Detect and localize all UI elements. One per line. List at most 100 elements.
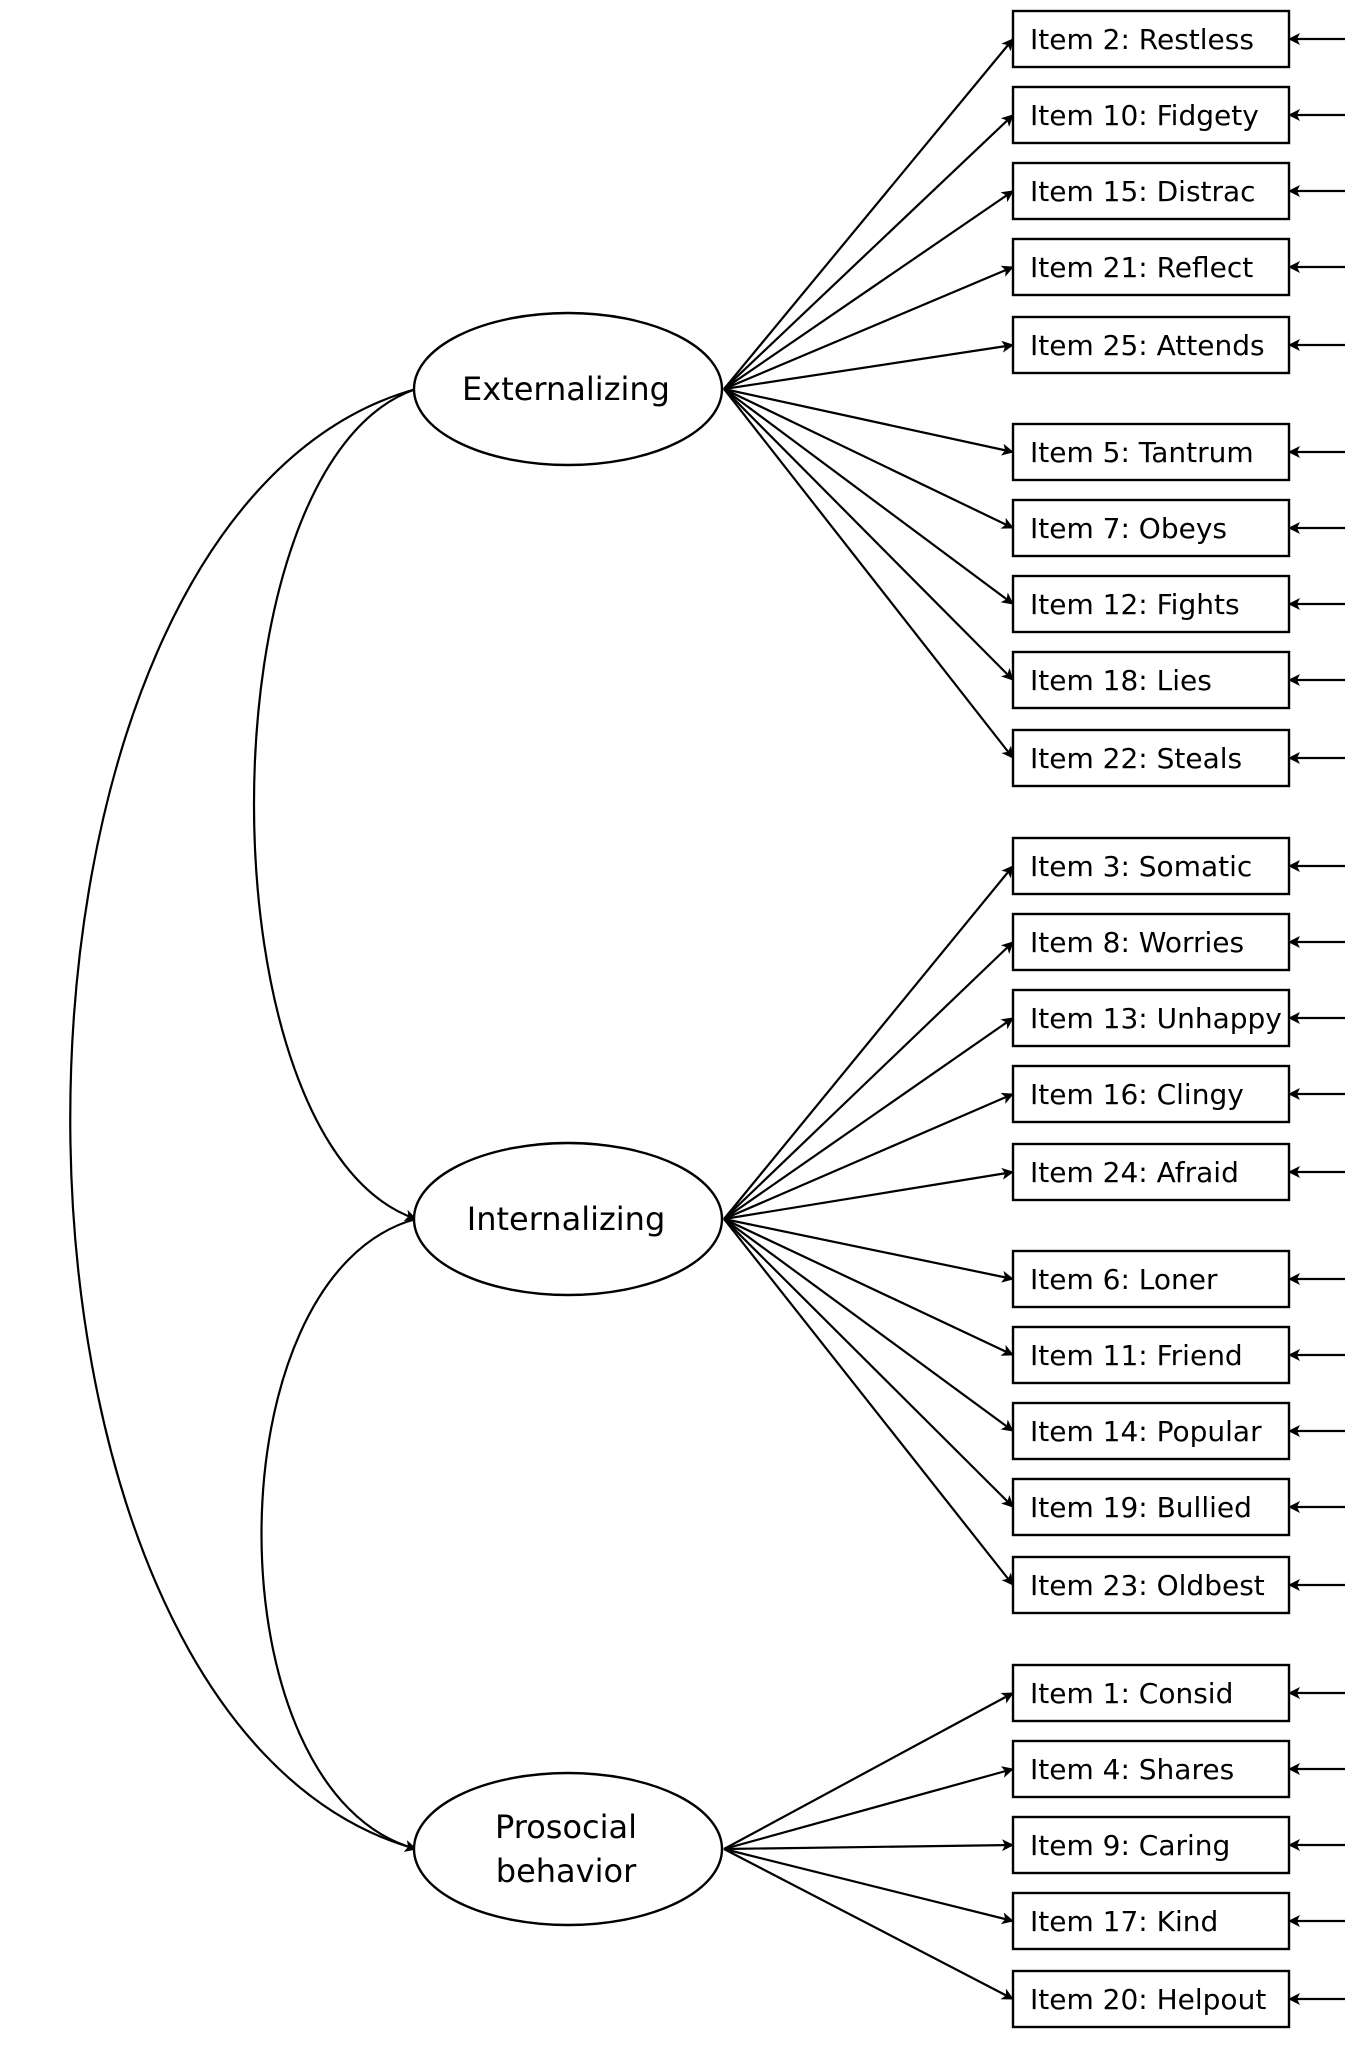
item-box-outline <box>1011 912 1291 972</box>
item-box: Item 10: Fidgety <box>1011 85 1291 145</box>
item-box-outline <box>1011 1477 1291 1537</box>
item-label: Item 9: Caring <box>1030 1829 1230 1862</box>
item-label: Item 22: Steals <box>1030 742 1242 775</box>
item-box: Item 25: Attends <box>1011 315 1291 375</box>
factor-ellipse <box>412 1771 724 1927</box>
item-label: Item 14: Popular <box>1030 1415 1262 1448</box>
item-box-outline <box>1011 1401 1291 1461</box>
factor-loading-arrow <box>723 1217 1014 1283</box>
factor-loading-arrow <box>723 387 1014 456</box>
item-label: Item 4: Shares <box>1030 1753 1234 1786</box>
item-label: Item 19: Bullied <box>1030 1491 1252 1524</box>
item-box: Item 3: Somatic <box>1011 836 1291 896</box>
item-box-outline <box>1011 574 1291 634</box>
item-label: Item 21: Reflect <box>1030 251 1253 284</box>
factor-loading-arrow <box>723 38 1014 390</box>
factor-loading-arrow <box>723 1092 1014 1221</box>
loading-layer <box>723 38 1014 2000</box>
item-box: Item 11: Friend <box>1011 1325 1291 1385</box>
item-box: Item 9: Caring <box>1011 1815 1291 1875</box>
item-box: Item 12: Fights <box>1011 574 1291 634</box>
item-box: Item 22: Steals <box>1011 728 1291 788</box>
covariance-layer <box>69 379 429 1852</box>
item-box-outline <box>1011 315 1291 375</box>
item-label: Item 11: Friend <box>1030 1339 1243 1372</box>
item-label: Item 24: Afraid <box>1030 1156 1239 1189</box>
item-box: Item 15: Distrac <box>1011 161 1291 221</box>
item-label: Item 17: Kind <box>1030 1905 1218 1938</box>
item-box-outline <box>1011 836 1291 896</box>
item-box: Item 1: Consid <box>1011 1663 1291 1723</box>
factor-loading-arrow <box>723 340 1014 391</box>
factor-loading-arrow <box>723 1167 1014 1221</box>
item-box-outline <box>1011 650 1291 710</box>
factor-loading-arrow <box>723 1839 1014 1852</box>
factor-loading-arrow <box>723 1848 1014 2000</box>
factor-covariance-curve <box>69 380 429 1852</box>
factor-layer: ExternalizingInternalizingProsocialbehav… <box>412 311 724 1927</box>
item-label: Item 12: Fights <box>1030 588 1240 621</box>
item-box-outline <box>1011 988 1291 1048</box>
item-box-outline <box>1011 85 1291 145</box>
item-label: Item 13: Unhappy <box>1030 1002 1282 1035</box>
item-box: Item 13: Unhappy <box>1011 988 1291 1048</box>
item-box-outline <box>1011 1739 1291 1799</box>
factor-covariance-curve <box>252 379 429 1222</box>
factor-loading-arrow <box>723 1766 1014 1851</box>
item-label: Item 15: Distrac <box>1030 175 1256 208</box>
item-label: Item 2: Restless <box>1030 23 1254 56</box>
latent-factor-externalizing: Externalizing <box>412 311 724 467</box>
item-label: Item 1: Consid <box>1030 1677 1233 1710</box>
item-box-outline <box>1011 1815 1291 1875</box>
item-box: Item 7: Obeys <box>1011 498 1291 558</box>
latent-factor-internalizing: Internalizing <box>412 1141 724 1297</box>
item-box: Item 2: Restless <box>1011 9 1291 69</box>
item-box: Item 18: Lies <box>1011 650 1291 710</box>
item-label: Item 25: Attends <box>1030 329 1265 362</box>
item-box: Item 8: Worries <box>1011 912 1291 972</box>
item-box: Item 14: Popular <box>1011 1401 1291 1461</box>
item-box-outline <box>1011 9 1291 69</box>
item-box-outline <box>1011 161 1291 221</box>
factor-ellipse <box>412 1141 724 1297</box>
factor-label: Externalizing <box>462 370 670 408</box>
item-box: Item 16: Clingy <box>1011 1064 1291 1124</box>
factor-loading-arrow <box>723 1847 1014 1925</box>
item-label: Item 7: Obeys <box>1030 512 1227 545</box>
item-box: Item 17: Kind <box>1011 1891 1291 1951</box>
error-layer <box>1288 33 1345 2005</box>
item-box-outline <box>1011 1555 1291 1615</box>
item-label: Item 3: Somatic <box>1030 850 1252 883</box>
item-label: Item 5: Tantrum <box>1030 436 1254 469</box>
item-label: Item 16: Clingy <box>1030 1078 1244 1111</box>
factor-loading-arrow <box>723 865 1014 1220</box>
factor-loading-arrow <box>723 190 1014 390</box>
factor-ellipse <box>412 311 724 467</box>
item-box-outline <box>1011 422 1291 482</box>
factor-label: Prosocial <box>495 1808 637 1846</box>
factor-loading-arrow <box>723 388 1014 529</box>
factor-loading-arrow <box>723 1218 1014 1356</box>
factor-loading-arrow <box>723 388 1014 759</box>
item-box: Item 20: Helpout <box>1011 1969 1291 2029</box>
item-label: Item 20: Helpout <box>1030 1983 1266 2016</box>
factor-loading-arrow <box>723 1218 1014 1508</box>
item-box-outline <box>1011 728 1291 788</box>
item-label: Item 8: Worries <box>1030 926 1244 959</box>
factor-loading-arrow <box>723 941 1014 1220</box>
item-box-outline <box>1011 1663 1291 1723</box>
factor-loading-arrow <box>723 1218 1014 1432</box>
factor-loading-arrow <box>723 1692 1014 1850</box>
factor-loading-arrow <box>723 1017 1014 1220</box>
item-box-outline <box>1011 1325 1291 1385</box>
item-box-outline <box>1011 1891 1291 1951</box>
item-box-outline <box>1011 1064 1291 1124</box>
factor-loading-arrow <box>723 388 1014 681</box>
item-box: Item 4: Shares <box>1011 1739 1291 1799</box>
item-label: Item 23: Oldbest <box>1030 1569 1265 1602</box>
factor-label: Internalizing <box>467 1200 666 1238</box>
item-box-outline <box>1011 1969 1291 2029</box>
